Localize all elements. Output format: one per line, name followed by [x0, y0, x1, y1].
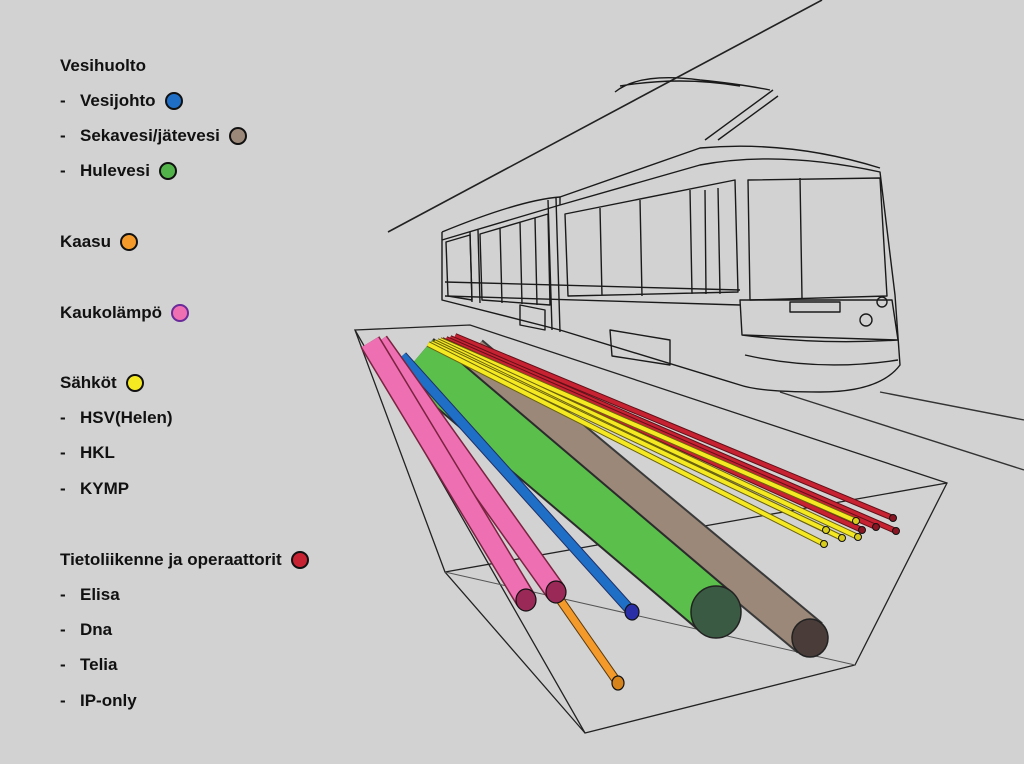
stormwater-pipe-end: [690, 585, 742, 639]
tram-front-light: [859, 313, 873, 327]
legend-item-label: KYMP: [80, 479, 130, 498]
legend-subitem-telecom: - Telia: [60, 655, 117, 675]
legend-item-label: Tietoliikenne ja operaattorit: [60, 550, 282, 569]
overhead-wire: [387, 0, 823, 233]
legend-item-label: Kaukolämpö: [60, 303, 163, 322]
legend-item-label: Elisa: [80, 585, 120, 604]
stormwater-pipe-body: [401, 339, 732, 631]
road-edge-line: [779, 391, 1024, 471]
legend-item-label: Hulevesi: [80, 161, 150, 180]
gas-pipe-end: [611, 675, 625, 691]
tram-side-windows: [479, 213, 551, 306]
legend-subitem-power: - HSV(Helen): [60, 408, 173, 428]
legend-dash: -: [60, 585, 66, 604]
sewer-pipe-body: [458, 341, 822, 652]
legend-dash: -: [60, 655, 66, 674]
tram-drawing: [441, 77, 901, 393]
tram-belt-line: [444, 281, 741, 306]
legend-subitem-telecom: - IP-only: [60, 691, 137, 711]
district-heating-pipe-end: [545, 580, 567, 604]
tram-headlight-box: [789, 301, 841, 313]
sewer-swatch-icon: [228, 127, 247, 145]
legend-item-label: IP-only: [80, 691, 137, 710]
tram-body: [441, 158, 901, 393]
legend-item-stormwater: - Hulevesi: [60, 161, 177, 181]
tram-side-windows: [445, 234, 473, 301]
legend-dash: -: [60, 443, 66, 462]
tram-side-windows: [564, 179, 739, 297]
tram-articulation: [469, 197, 561, 333]
legend-item-label: HKL: [80, 443, 115, 462]
district-heating-swatch-icon: [171, 304, 190, 322]
tram-front-bumper: [739, 299, 899, 366]
stormwater-swatch-icon: [158, 162, 177, 180]
legend-heading-water-label: Vesihuolto: [60, 56, 146, 75]
water-main-swatch-icon: [164, 92, 183, 110]
legend-item-power: Sähköt: [60, 373, 144, 393]
legend-item-label: Telia: [80, 655, 118, 674]
tram-headlight: [876, 296, 888, 308]
legend-subitem-power: - KYMP: [60, 479, 129, 499]
legend-subitem-power: - HKL: [60, 443, 115, 463]
legend-dash: -: [60, 91, 66, 110]
legend-subitem-telecom: - Elisa: [60, 585, 120, 605]
legend-item-label: Sähköt: [60, 373, 117, 392]
tram-front-window: [747, 177, 888, 301]
tram-pantograph: [614, 77, 779, 141]
utility-legend: Vesihuolto - Vesijohto - Sekavesi/jäteve…: [0, 0, 400, 764]
legend-dash: -: [60, 126, 66, 145]
legend-dash: -: [60, 620, 66, 639]
legend-item-district-heating: Kaukolämpö: [60, 303, 190, 323]
legend-dash: -: [60, 408, 66, 427]
telecom-swatch-icon: [290, 551, 309, 569]
gas-swatch-icon: [120, 233, 139, 251]
legend-item-gas: Kaasu: [60, 232, 139, 252]
road-edge-line: [879, 391, 1024, 421]
legend-subitem-telecom: - Dna: [60, 620, 112, 640]
legend-item-sewer: - Sekavesi/jätevesi: [60, 126, 247, 146]
tram-skirt: [519, 304, 671, 366]
tram-roof: [441, 145, 881, 240]
district-heating-pipe-body: [361, 337, 535, 605]
water-main-pipe-end: [624, 603, 640, 621]
water-main-pipe-body: [398, 352, 636, 616]
legend-dash: -: [60, 691, 66, 710]
legend-item-label: Vesijohto: [80, 91, 156, 110]
sewer-pipe-end: [791, 618, 829, 658]
district-heating-pipe-end: [515, 588, 537, 612]
legend-heading-water: Vesihuolto: [60, 56, 146, 76]
legend-dash: -: [60, 161, 66, 180]
power-cables: [426, 337, 862, 548]
legend-dash: -: [60, 479, 66, 498]
legend-item-label: Dna: [80, 620, 113, 639]
legend-item-label: Kaasu: [60, 232, 112, 251]
legend-item-label: Sekavesi/jätevesi: [80, 126, 220, 145]
power-swatch-icon: [125, 374, 144, 392]
legend-item-telecom: Tietoliikenne ja operaattorit: [60, 550, 309, 570]
legend-item-water-main: - Vesijohto: [60, 91, 183, 111]
legend-item-label: HSV(Helen): [80, 408, 173, 427]
